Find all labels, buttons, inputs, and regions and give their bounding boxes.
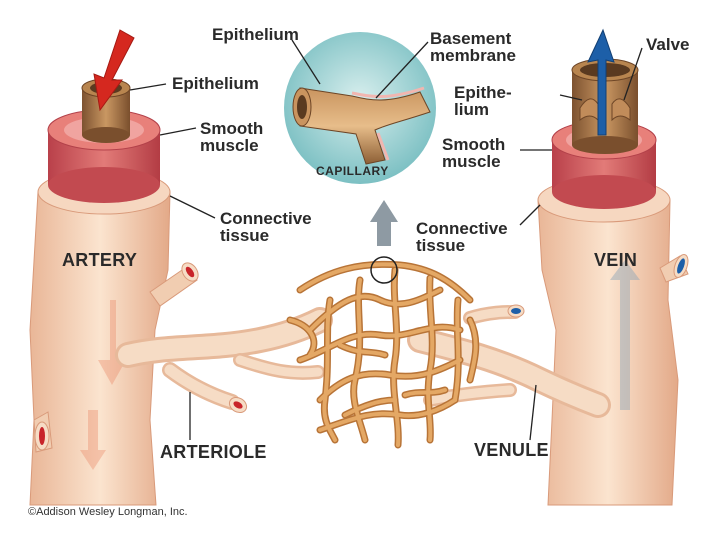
vein-label: VEIN (594, 250, 638, 270)
capillary-highlight-circle (370, 256, 398, 284)
vein (537, 28, 689, 506)
artery (29, 29, 199, 506)
artery-connective-tissue-label: Connective tissue (220, 209, 312, 245)
capillary-epithelium-label: Epithelium (212, 25, 299, 44)
capillary-bed (286, 260, 480, 449)
artery-epithelium-label: Epithelium (172, 74, 259, 93)
valve-flaps (579, 98, 631, 122)
vein-connective-tissue (537, 199, 679, 506)
arteriole (115, 307, 333, 414)
basement-membrane-label: Basement membrane (430, 29, 516, 65)
vein-flow-arrow (587, 28, 615, 136)
copyright-credit: ©Addison Wesley Longman, Inc. (28, 506, 188, 518)
vein-smooth-muscle-label: Smooth muscle (442, 135, 506, 171)
artery-connective-tissue (29, 191, 171, 506)
vein-connective-tissue-label: Connective tissue (416, 219, 508, 255)
artery-label: ARTERY (62, 250, 138, 270)
artery-epithelium (82, 88, 130, 135)
zoom-arrow (370, 200, 398, 246)
vein-epithelium-label: Epithe- lium (454, 83, 512, 119)
capillary-label: CAPILLARY (316, 164, 389, 178)
venule (407, 304, 611, 418)
capillary-inset (284, 32, 436, 184)
arteriole-label: ARTERIOLE (160, 442, 267, 462)
artery-smooth-muscle-label: Smooth muscle (200, 119, 264, 155)
valve-label: Valve (646, 35, 690, 54)
venule-label: VENULE (474, 440, 549, 460)
artery-flow-arrow (93, 29, 135, 112)
leader-lines (129, 39, 643, 441)
